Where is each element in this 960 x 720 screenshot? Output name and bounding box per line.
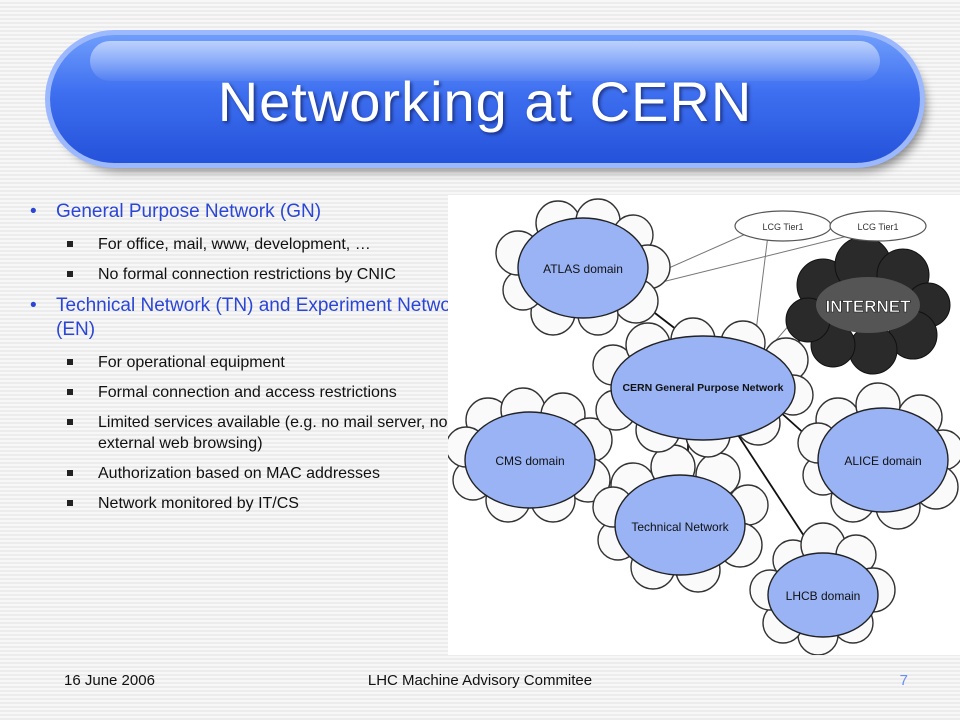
square-bullet-icon bbox=[67, 419, 73, 425]
center-node bbox=[610, 335, 796, 441]
network-diagram: ATLAS domain CMS domain ALICE domain LHC… bbox=[445, 198, 960, 656]
center-label: CERN General Purpose Network bbox=[622, 382, 783, 394]
square-bullet-icon bbox=[67, 271, 73, 277]
subbullet: Limited services available (e.g. no mail… bbox=[30, 412, 480, 454]
subbullet: No formal connection restrictions by CNI… bbox=[30, 264, 480, 285]
bullet-general-purpose: •General Purpose Network (GN) bbox=[30, 201, 322, 222]
technical-node bbox=[614, 474, 746, 576]
square-bullet-icon bbox=[67, 359, 73, 365]
bullet-dot-icon: • bbox=[30, 201, 37, 222]
title-banner: Networking at CERN bbox=[50, 35, 920, 163]
alice-label: ALICE domain bbox=[844, 454, 921, 468]
footer-date: 16 June 2006 bbox=[64, 672, 155, 689]
internet-label: INTERNET bbox=[826, 297, 912, 316]
slide-title: Networking at CERN bbox=[217, 70, 753, 133]
subbullet: Network monitored by IT/CS bbox=[30, 493, 480, 514]
technical-label: Technical Network bbox=[631, 520, 729, 534]
tier1-node-b bbox=[829, 210, 927, 242]
bullet-list: •General Purpose Network (GN) For office… bbox=[30, 200, 480, 523]
network-diagram-panel: ATLAS domain CMS domain ALICE domain LHC… bbox=[445, 195, 960, 656]
subbullet: For office, mail, www, development, … bbox=[30, 234, 480, 255]
bullet-dot-icon: • bbox=[30, 295, 37, 316]
atlas-label: ATLAS domain bbox=[543, 262, 623, 276]
subbullet: Formal connection and access restriction… bbox=[30, 382, 480, 403]
atlas-node bbox=[517, 217, 649, 319]
tier1-label-a: LCG Tier1 bbox=[762, 222, 803, 232]
subbullet: For operational equipment bbox=[30, 352, 480, 373]
footer-title: LHC Machine Advisory Commitee bbox=[367, 672, 593, 689]
square-bullet-icon bbox=[67, 389, 73, 395]
footer-page-number: 7 bbox=[899, 672, 908, 689]
square-bullet-icon bbox=[67, 500, 73, 506]
tier1-label-b: LCG Tier1 bbox=[857, 222, 898, 232]
cms-label: CMS domain bbox=[495, 454, 564, 468]
subbullet: Authorization based on MAC addresses bbox=[30, 463, 480, 484]
bullet-technical-network: •Technical Network (TN) and Experiment N… bbox=[30, 295, 467, 340]
square-bullet-icon bbox=[67, 241, 73, 247]
square-bullet-icon bbox=[67, 470, 73, 476]
domain-nodes bbox=[464, 217, 949, 638]
lhcb-label: LHCB domain bbox=[786, 589, 861, 603]
lhcb-node bbox=[767, 552, 879, 638]
cms-node bbox=[464, 411, 596, 509]
alice-node bbox=[817, 407, 949, 513]
tier1-nodes bbox=[734, 210, 927, 242]
